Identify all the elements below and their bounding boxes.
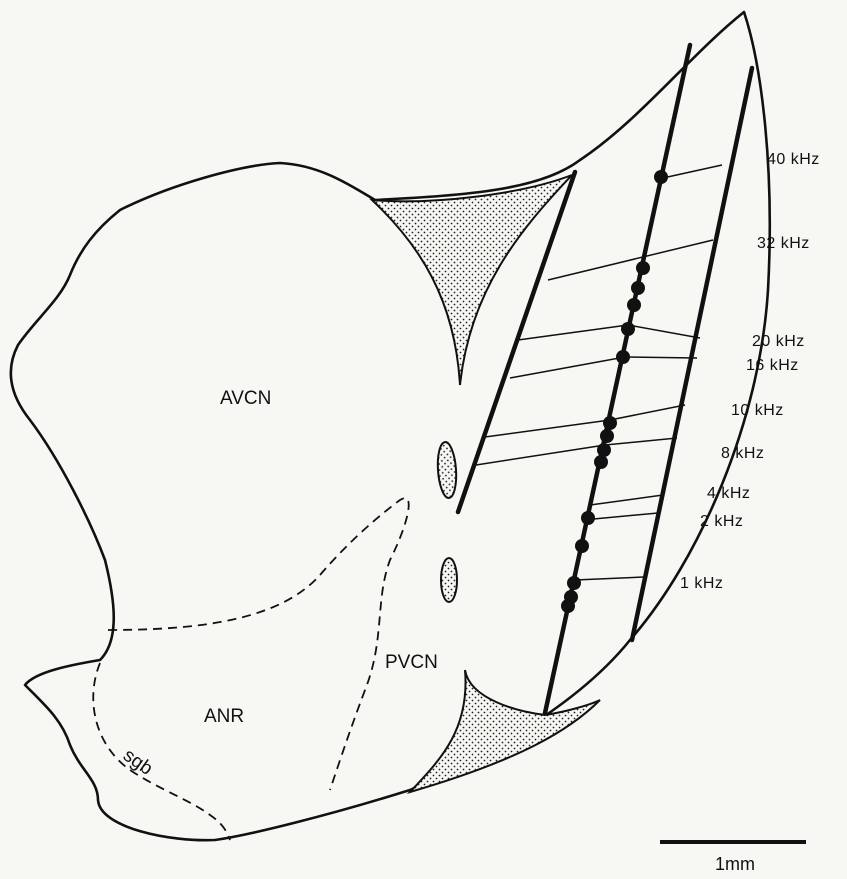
freq-label-10: 10 kHz — [731, 402, 784, 419]
iso-line-10b — [610, 405, 685, 420]
freq-label-2: 2 kHz — [700, 513, 743, 530]
stippled-ellipse-lower — [441, 558, 457, 602]
iso-line-16b — [625, 357, 697, 358]
marker — [600, 429, 614, 443]
label-sgb: sgb — [119, 745, 156, 780]
marker — [581, 511, 595, 525]
label-avcn: AVCN — [220, 388, 271, 409]
dashed-boundary-sgb — [93, 663, 230, 840]
marker — [631, 281, 645, 295]
marker — [654, 170, 668, 184]
freq-label-4: 4 kHz — [707, 485, 750, 502]
marker — [616, 350, 630, 364]
marker — [561, 599, 575, 613]
marker — [594, 455, 608, 469]
label-anr: ANR — [204, 706, 244, 727]
freq-label-16: 16 kHz — [746, 357, 799, 374]
marker — [603, 416, 617, 430]
iso-line-10 — [485, 420, 610, 437]
marker — [597, 443, 611, 457]
marker — [575, 539, 589, 553]
iso-line-20b — [628, 325, 700, 338]
marker — [621, 322, 635, 336]
iso-line-8 — [476, 445, 605, 465]
stippled-ellipse-upper — [436, 441, 458, 498]
stippled-region-upper — [372, 175, 572, 385]
freq-label-1: 1 kHz — [680, 575, 723, 592]
electrode-track-right — [632, 68, 752, 640]
label-pvcn: PVCN — [385, 652, 438, 673]
freq-label-20: 20 kHz — [752, 333, 805, 350]
iso-line-32 — [548, 240, 713, 280]
marker — [627, 298, 641, 312]
freq-label-8: 8 kHz — [721, 445, 764, 462]
iso-line-8b — [605, 438, 677, 445]
marker — [636, 261, 650, 275]
iso-line-1 — [575, 577, 644, 580]
stippled-region-lower — [410, 670, 600, 792]
freq-label-40: 40 kHz — [767, 151, 820, 168]
freq-label-32: 32 kHz — [757, 235, 810, 252]
iso-line-16 — [510, 357, 625, 378]
dashed-boundary-avcn — [108, 498, 409, 790]
iso-line-4 — [590, 495, 663, 505]
scale-bar-label: 1mm — [715, 854, 755, 874]
nucleus-outline — [11, 12, 770, 840]
marker — [567, 576, 581, 590]
iso-line-20 — [518, 325, 628, 340]
iso-line-40 — [663, 165, 722, 178]
